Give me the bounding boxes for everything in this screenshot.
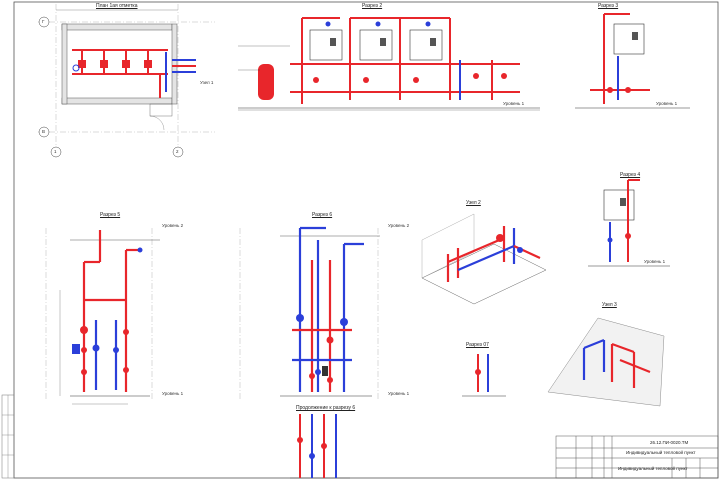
plan-view <box>38 4 215 158</box>
sec3-level: Уровень 1 <box>656 101 678 106</box>
sec2-title: Разрез 2 <box>362 3 383 9</box>
sec4-level: Уровень 1 <box>644 259 666 264</box>
sec5-level2: Уровень 2 <box>162 223 184 228</box>
node-2-view <box>421 213 547 305</box>
sec6cont-title: Продолжение к разрезу 6 <box>296 405 356 411</box>
sec3-title: Разрез 3 <box>598 3 619 9</box>
axis-v-label: В <box>42 129 46 134</box>
sec4-title: Разрез 4 <box>620 172 641 178</box>
axis-1-label: 1 <box>54 149 57 154</box>
sheet-frame <box>13 1 719 479</box>
axis-2-label: 2 <box>176 149 179 154</box>
sec5-level1: Уровень 1 <box>162 391 184 396</box>
boiler-sec3 <box>613 23 645 55</box>
section-4-view <box>588 179 670 267</box>
boiler-2 <box>359 29 393 61</box>
boiler-sec4 <box>603 189 635 221</box>
plan-title: План 1ая отметка <box>96 3 138 9</box>
plan-node1-label: Узел 1 <box>200 80 214 85</box>
section-2-view <box>238 17 540 111</box>
sec2-level: Уровень 1 <box>503 101 525 106</box>
section-6-cont-view <box>290 414 350 479</box>
section-6-view <box>239 226 380 400</box>
section-07-view <box>462 354 506 397</box>
title-block-desc2: Индивидуальный тепловой пункт <box>618 466 688 471</box>
boiler-1 <box>309 29 343 61</box>
title-block <box>555 435 719 479</box>
boiler-3 <box>409 29 443 61</box>
sec6-title: Разрез 6 <box>312 212 333 218</box>
sec07-title: Разрез 07 <box>466 342 489 348</box>
title-block-code: 26.12.ПИ-0020.ТМ <box>650 440 689 445</box>
section-5-view <box>45 228 160 405</box>
node-3-view <box>547 317 665 407</box>
node3-title: Узел 3 <box>602 302 617 308</box>
axis-g-label: Г <box>42 19 45 24</box>
sec6-level1: Уровень 1 <box>388 391 410 396</box>
title-block-desc1: Индивидуальный тепловой пункт <box>626 450 696 455</box>
sec5-title: Разрез 5 <box>100 212 121 218</box>
sec6-level2: Уровень 2 <box>388 223 410 228</box>
expansion-tank <box>258 64 274 100</box>
section-3-view <box>575 13 690 109</box>
node2-title: Узел 2 <box>466 200 481 206</box>
